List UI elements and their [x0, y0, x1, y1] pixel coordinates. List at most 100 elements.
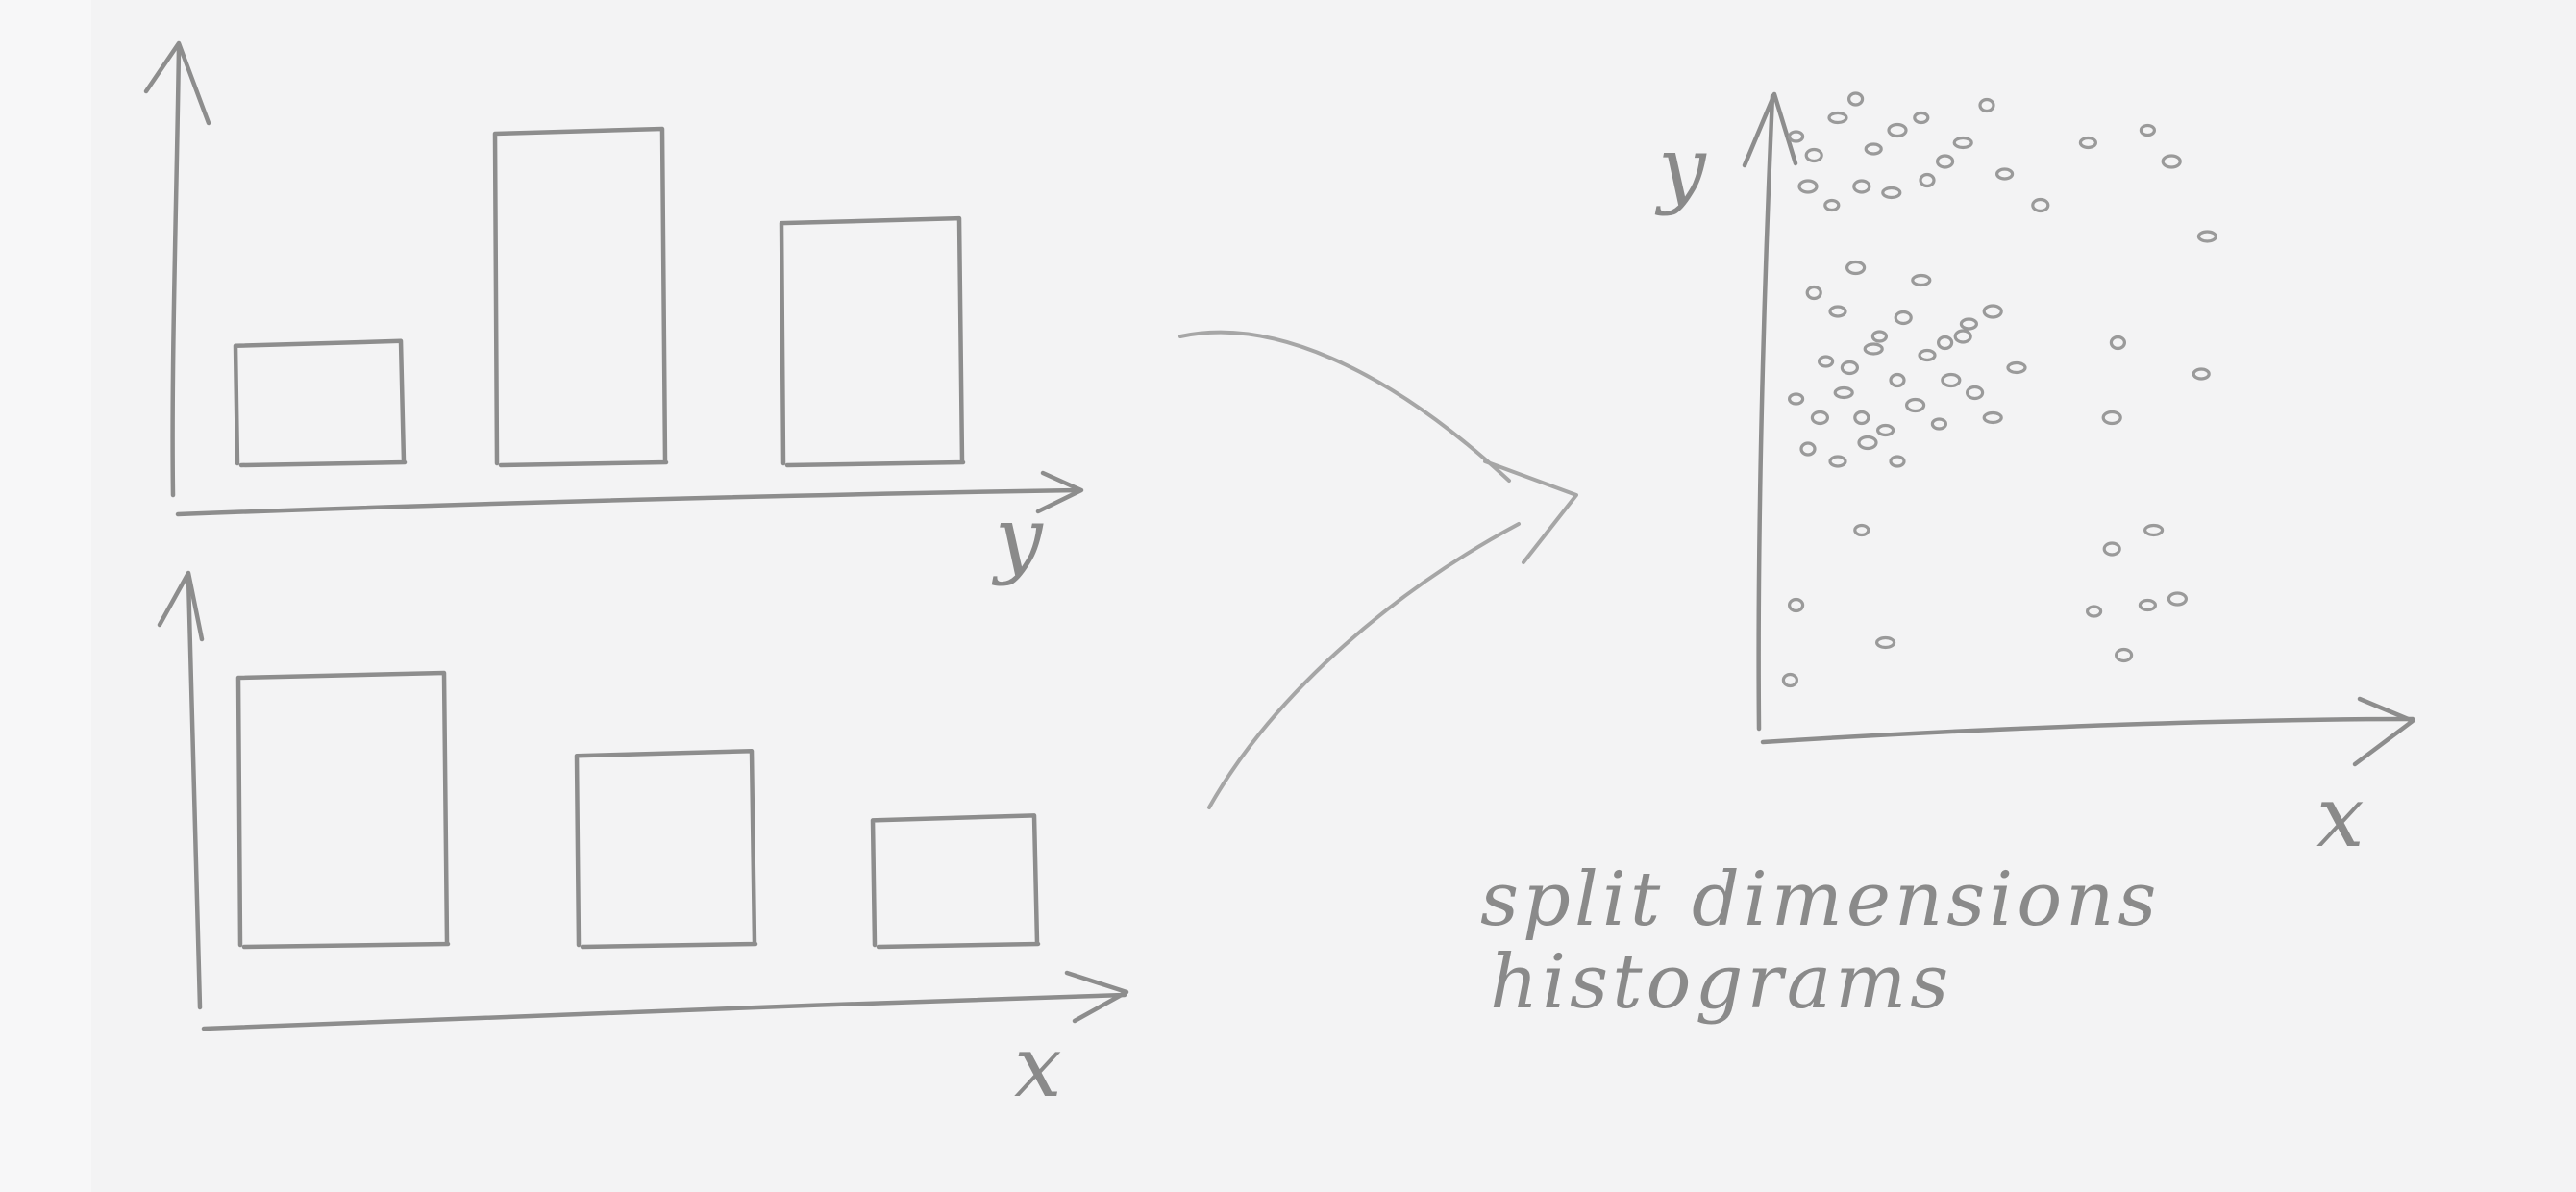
scatter-point — [1889, 455, 1906, 468]
scatter-x-axis-label: x — [2316, 767, 2365, 866]
scatter-point — [1799, 441, 1817, 457]
scatter-point — [2006, 360, 2027, 375]
scatter-point — [2139, 123, 2156, 137]
scatter-point — [2161, 154, 2182, 169]
scatter-point — [1863, 342, 1884, 356]
scatter-point — [1995, 167, 2015, 181]
top-histogram-y-axis — [170, 43, 182, 498]
scatter-point — [1797, 179, 1819, 194]
top-histogram-bars — [233, 126, 966, 468]
caption-line-1: split dimensions — [1480, 857, 2160, 943]
scatter-point — [1787, 130, 1805, 143]
scatter-point — [1982, 304, 2003, 319]
scatter-point — [1853, 410, 1870, 426]
scatter-x-axis — [1760, 716, 2415, 745]
scatter-x-axis-arrowhead — [2352, 696, 2415, 767]
scatter-point — [2101, 410, 2122, 426]
scatter-point — [1833, 385, 1854, 400]
bottom-histogram: x — [157, 570, 1129, 1116]
scatter-point — [2192, 367, 2211, 381]
scatter-point — [2031, 197, 2050, 213]
scatter-point — [1911, 273, 1932, 287]
scatter-point — [1982, 410, 2003, 425]
top-histogram-bar-2 — [492, 126, 669, 468]
transform-arrow — [1178, 330, 1578, 809]
scatter-point — [1823, 198, 1841, 212]
scatter-point — [1953, 329, 1972, 344]
scatter-point — [1959, 317, 1978, 331]
scatter-point — [1845, 260, 1867, 276]
bottom-histogram-y-axis-arrowhead — [157, 570, 205, 642]
bottom-histogram-axis-label: x — [1014, 1017, 1062, 1116]
scatter-point — [1852, 179, 1871, 194]
paper-edge — [0, 0, 91, 1192]
scatter-point — [2138, 598, 2157, 612]
scatter-point — [2086, 605, 2103, 618]
scatter-point — [1875, 423, 1895, 437]
scatter-point — [1941, 372, 1962, 388]
scatter-point — [1887, 122, 1908, 138]
scatter-point — [1966, 385, 1985, 401]
scatter-point — [2143, 523, 2165, 537]
top-histogram-axis-label: y — [991, 488, 1044, 587]
scatter-point — [1874, 635, 1896, 650]
bottom-histogram-bar-1 — [235, 670, 451, 950]
scatter-point — [2196, 230, 2217, 243]
scatter-point — [1827, 111, 1848, 125]
scatter-point — [1952, 136, 1973, 150]
scatter-y-axis-arrowhead — [1742, 91, 1798, 168]
scatter-point — [2115, 647, 2134, 663]
scatter-point — [1919, 172, 1936, 188]
scatter-point — [1787, 597, 1805, 613]
scatter-point — [1804, 147, 1823, 163]
scatter-plot: y x — [1654, 91, 2415, 866]
top-histogram-x-axis — [175, 487, 1081, 517]
transform-arrow-lower-stroke — [1207, 522, 1521, 809]
scatter-y-axis — [1756, 93, 1775, 732]
top-histogram-y-axis-arrowhead — [143, 40, 211, 126]
scatter-point — [1781, 672, 1799, 688]
scatter-point — [1810, 410, 1830, 426]
caption: split dimensions histograms — [1480, 857, 2160, 1026]
scatter-point — [2078, 136, 2097, 150]
scatter-point — [1846, 91, 1865, 107]
top-histogram-x-axis-arrowhead — [1035, 470, 1084, 514]
scatter-point — [1894, 310, 1913, 326]
bottom-histogram-bar-2 — [574, 748, 758, 950]
caption-line-2: histograms — [1490, 939, 1952, 1026]
scatter-point — [1978, 97, 1995, 113]
scatter-point — [2102, 541, 2121, 557]
scatter-point — [1930, 417, 1948, 431]
scatter-point — [1787, 392, 1805, 406]
top-histogram-bar-1 — [233, 338, 408, 468]
scatter-point — [1913, 111, 1930, 125]
transform-arrow-upper-stroke — [1178, 330, 1511, 483]
top-histogram: y — [143, 40, 1084, 587]
scatter-point — [1853, 523, 1870, 537]
scatter-y-axis-label: y — [1654, 118, 1707, 217]
scatter-point — [1935, 154, 1955, 169]
bottom-histogram-y-axis — [186, 574, 203, 1010]
scatter-point — [1918, 348, 1937, 362]
scatter-point — [1870, 330, 1889, 343]
scatter-point — [1904, 397, 1926, 413]
scatter-point — [1936, 335, 1954, 351]
scatter-points — [1781, 91, 2217, 688]
top-histogram-bar-3 — [779, 215, 966, 468]
scatter-point — [1805, 285, 1822, 301]
bottom-histogram-bars — [235, 670, 1041, 950]
scatter-point — [1828, 455, 1847, 468]
scatter-point — [1881, 186, 1902, 200]
scatter-point — [1817, 355, 1835, 368]
scatter-point — [1864, 142, 1883, 156]
scatter-point — [1840, 360, 1860, 376]
scatter-point — [1857, 435, 1878, 451]
scatter-point — [2109, 335, 2126, 351]
transform-arrow-head — [1483, 459, 1578, 564]
bottom-histogram-bar-3 — [870, 813, 1041, 950]
scatter-point — [2167, 591, 2188, 607]
bottom-histogram-x-axis — [201, 992, 1127, 1031]
bottom-histogram-x-axis-arrowhead — [1064, 970, 1129, 1024]
scatter-point — [1889, 372, 1906, 388]
